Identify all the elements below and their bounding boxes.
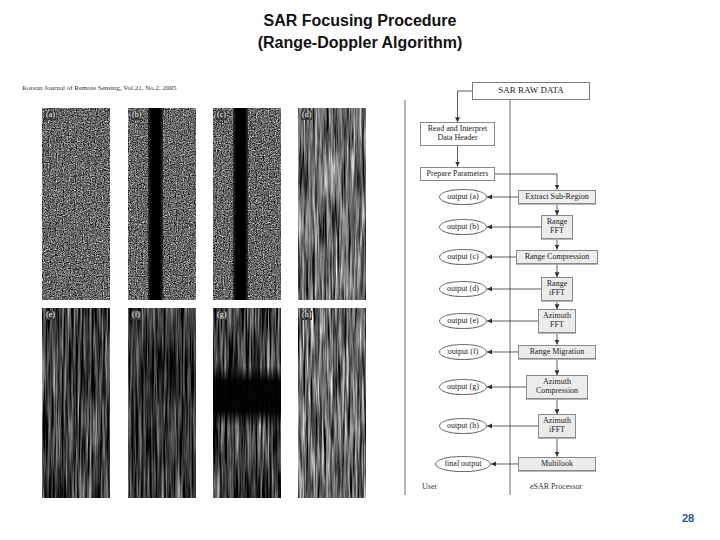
output-ellipse: output (d) [439,281,487,298]
flow-arrow [487,196,518,197]
panel-letter: (c) [216,111,227,120]
lane-label: User [422,482,437,491]
user-lane-line [405,100,406,495]
process-box: Multilook [518,457,596,472]
flow-arrow [557,239,558,250]
node-text: output (a) [444,193,482,202]
flow-arrow [487,351,518,352]
panel-letter: (a) [45,111,56,120]
flow-arrow [487,256,516,257]
node-text: Extract Sub-Region [521,193,593,202]
data-source-box: SAR RAW DATA [472,82,590,100]
node-text: output (b) [444,223,482,232]
node-text: Azimuth Compression [529,378,585,396]
panel-b-image [128,108,196,300]
node-text: Range Compression [519,253,595,262]
node-text: Range iFFT [544,280,570,298]
flow-arrow [557,264,558,277]
output-ellipse: output (b) [439,219,487,236]
output-ellipse: output (a) [439,189,487,206]
panel-letter: (h) [301,311,312,320]
process-box: Range FFT [541,215,573,239]
flow-arrow [457,146,458,167]
panel-e-image [42,308,110,498]
node-text: output (f) [444,348,482,357]
panel-g-image [213,308,281,498]
panel-letter: (e) [45,311,56,320]
user-step-box: Prepare Parameters [420,167,495,182]
process-box: Azimuth iFFT [538,414,576,438]
flow-arrow [458,91,473,122]
node-text: Azimuth FFT [541,312,573,330]
flow-arrow [557,333,558,345]
journal-header: Korean Journal of Remote Sensing, Vol.21… [22,84,177,92]
node-text: final output [440,460,486,469]
output-ellipse: output (g) [439,379,487,396]
panel-h-image [298,308,366,498]
flow-arrow [487,320,538,321]
panel-b-band [148,108,163,300]
flow-arrow [495,174,557,190]
process-box: Azimuth FFT [538,309,576,333]
panel-letter: (g) [216,311,227,320]
panel-f-image [128,308,196,498]
panel-c-image [213,108,281,300]
panel-letter: (d) [301,111,312,120]
flow-arrow [487,288,541,289]
output-ellipse: output (e) [439,313,487,330]
flow-arrow [487,386,526,387]
node-text: output (h) [444,422,482,431]
output-ellipse: output (f) [439,344,487,361]
process-box: Range Migration [518,345,596,360]
node-text: Range Migration [521,348,593,357]
output-ellipse: output (h) [439,418,487,435]
node-text: Read and Interpret Data Header [423,125,492,143]
process-box: Azimuth Compression [526,375,588,399]
slide-title: SAR Focusing Procedure (Range-Doppler Al… [245,10,475,54]
panel-d-image [298,108,366,300]
process-box: Range Compression [516,250,598,265]
panel-letter: (b) [131,111,142,120]
processor-lane-line [510,100,511,495]
node-text: output (c) [444,253,482,262]
node-text: Azimuth iFFT [541,417,573,435]
flow-arrow [487,226,541,227]
user-step-box: Read and Interpret Data Header [420,122,495,146]
node-text: Range FFT [544,218,570,236]
flow-arrow [557,399,558,414]
flow-arrow [487,425,538,426]
node-text: Prepare Parameters [423,170,492,179]
panel-c-band [233,108,248,300]
flow-arrow [557,204,558,215]
node-text: SAR RAW DATA [475,86,587,96]
panel-letter: (f) [131,311,141,320]
panel-g-band [213,366,281,426]
node-text: Multilook [521,460,593,469]
node-text: output (d) [444,285,482,294]
output-ellipse: final output [435,456,491,473]
page-number: 28 [682,512,694,524]
flow-arrow [557,301,558,309]
output-ellipse: output (c) [439,249,487,266]
process-box: Extract Sub-Region [518,190,596,205]
lane-label: eSAR Processor [530,482,582,491]
panel-a-image [42,108,110,300]
panel-f-shade [128,308,196,498]
flow-arrow [557,359,558,375]
process-box: Range iFFT [541,277,573,301]
node-text: output (g) [444,383,482,392]
flow-arrow [557,438,558,457]
node-text: output (e) [444,317,482,326]
flow-arrow [491,463,518,464]
